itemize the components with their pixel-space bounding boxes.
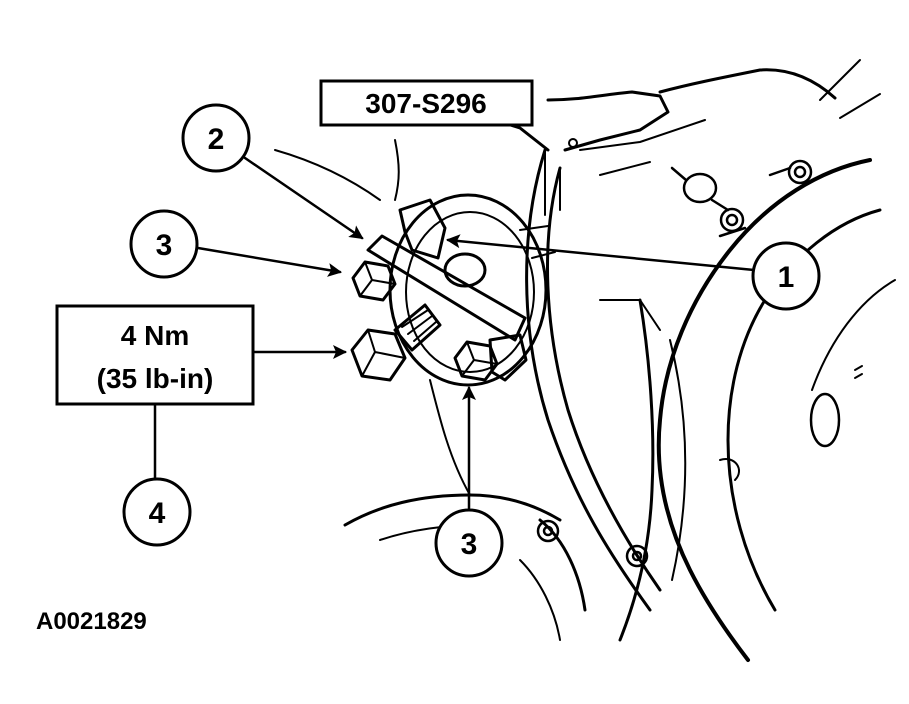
callout-4: 4 — [122, 477, 192, 547]
callout-2-label: 2 — [208, 123, 225, 156]
tool-label: 307-S296 — [365, 88, 486, 119]
torque-spec-nm: 4 Nm — [121, 320, 189, 351]
puller-tool — [350, 198, 528, 382]
callout-3-left-label: 3 — [156, 229, 173, 262]
engine-housing-art — [274, 59, 896, 662]
callout-1: 1 — [751, 241, 821, 311]
callout-2: 2 — [181, 103, 251, 173]
figure-id: A0021829 — [36, 608, 147, 635]
leader-lines — [153, 156, 756, 510]
callout-1-label: 1 — [778, 261, 795, 294]
callout-3-bottom: 3 — [434, 508, 504, 578]
tool-label-box — [319, 79, 534, 127]
callout-3-left: 3 — [129, 209, 199, 279]
torque-spec-lbin: (35 lb-in) — [97, 363, 214, 394]
callout-4-label: 4 — [149, 497, 166, 530]
callout-3-bottom-label: 3 — [461, 528, 478, 561]
